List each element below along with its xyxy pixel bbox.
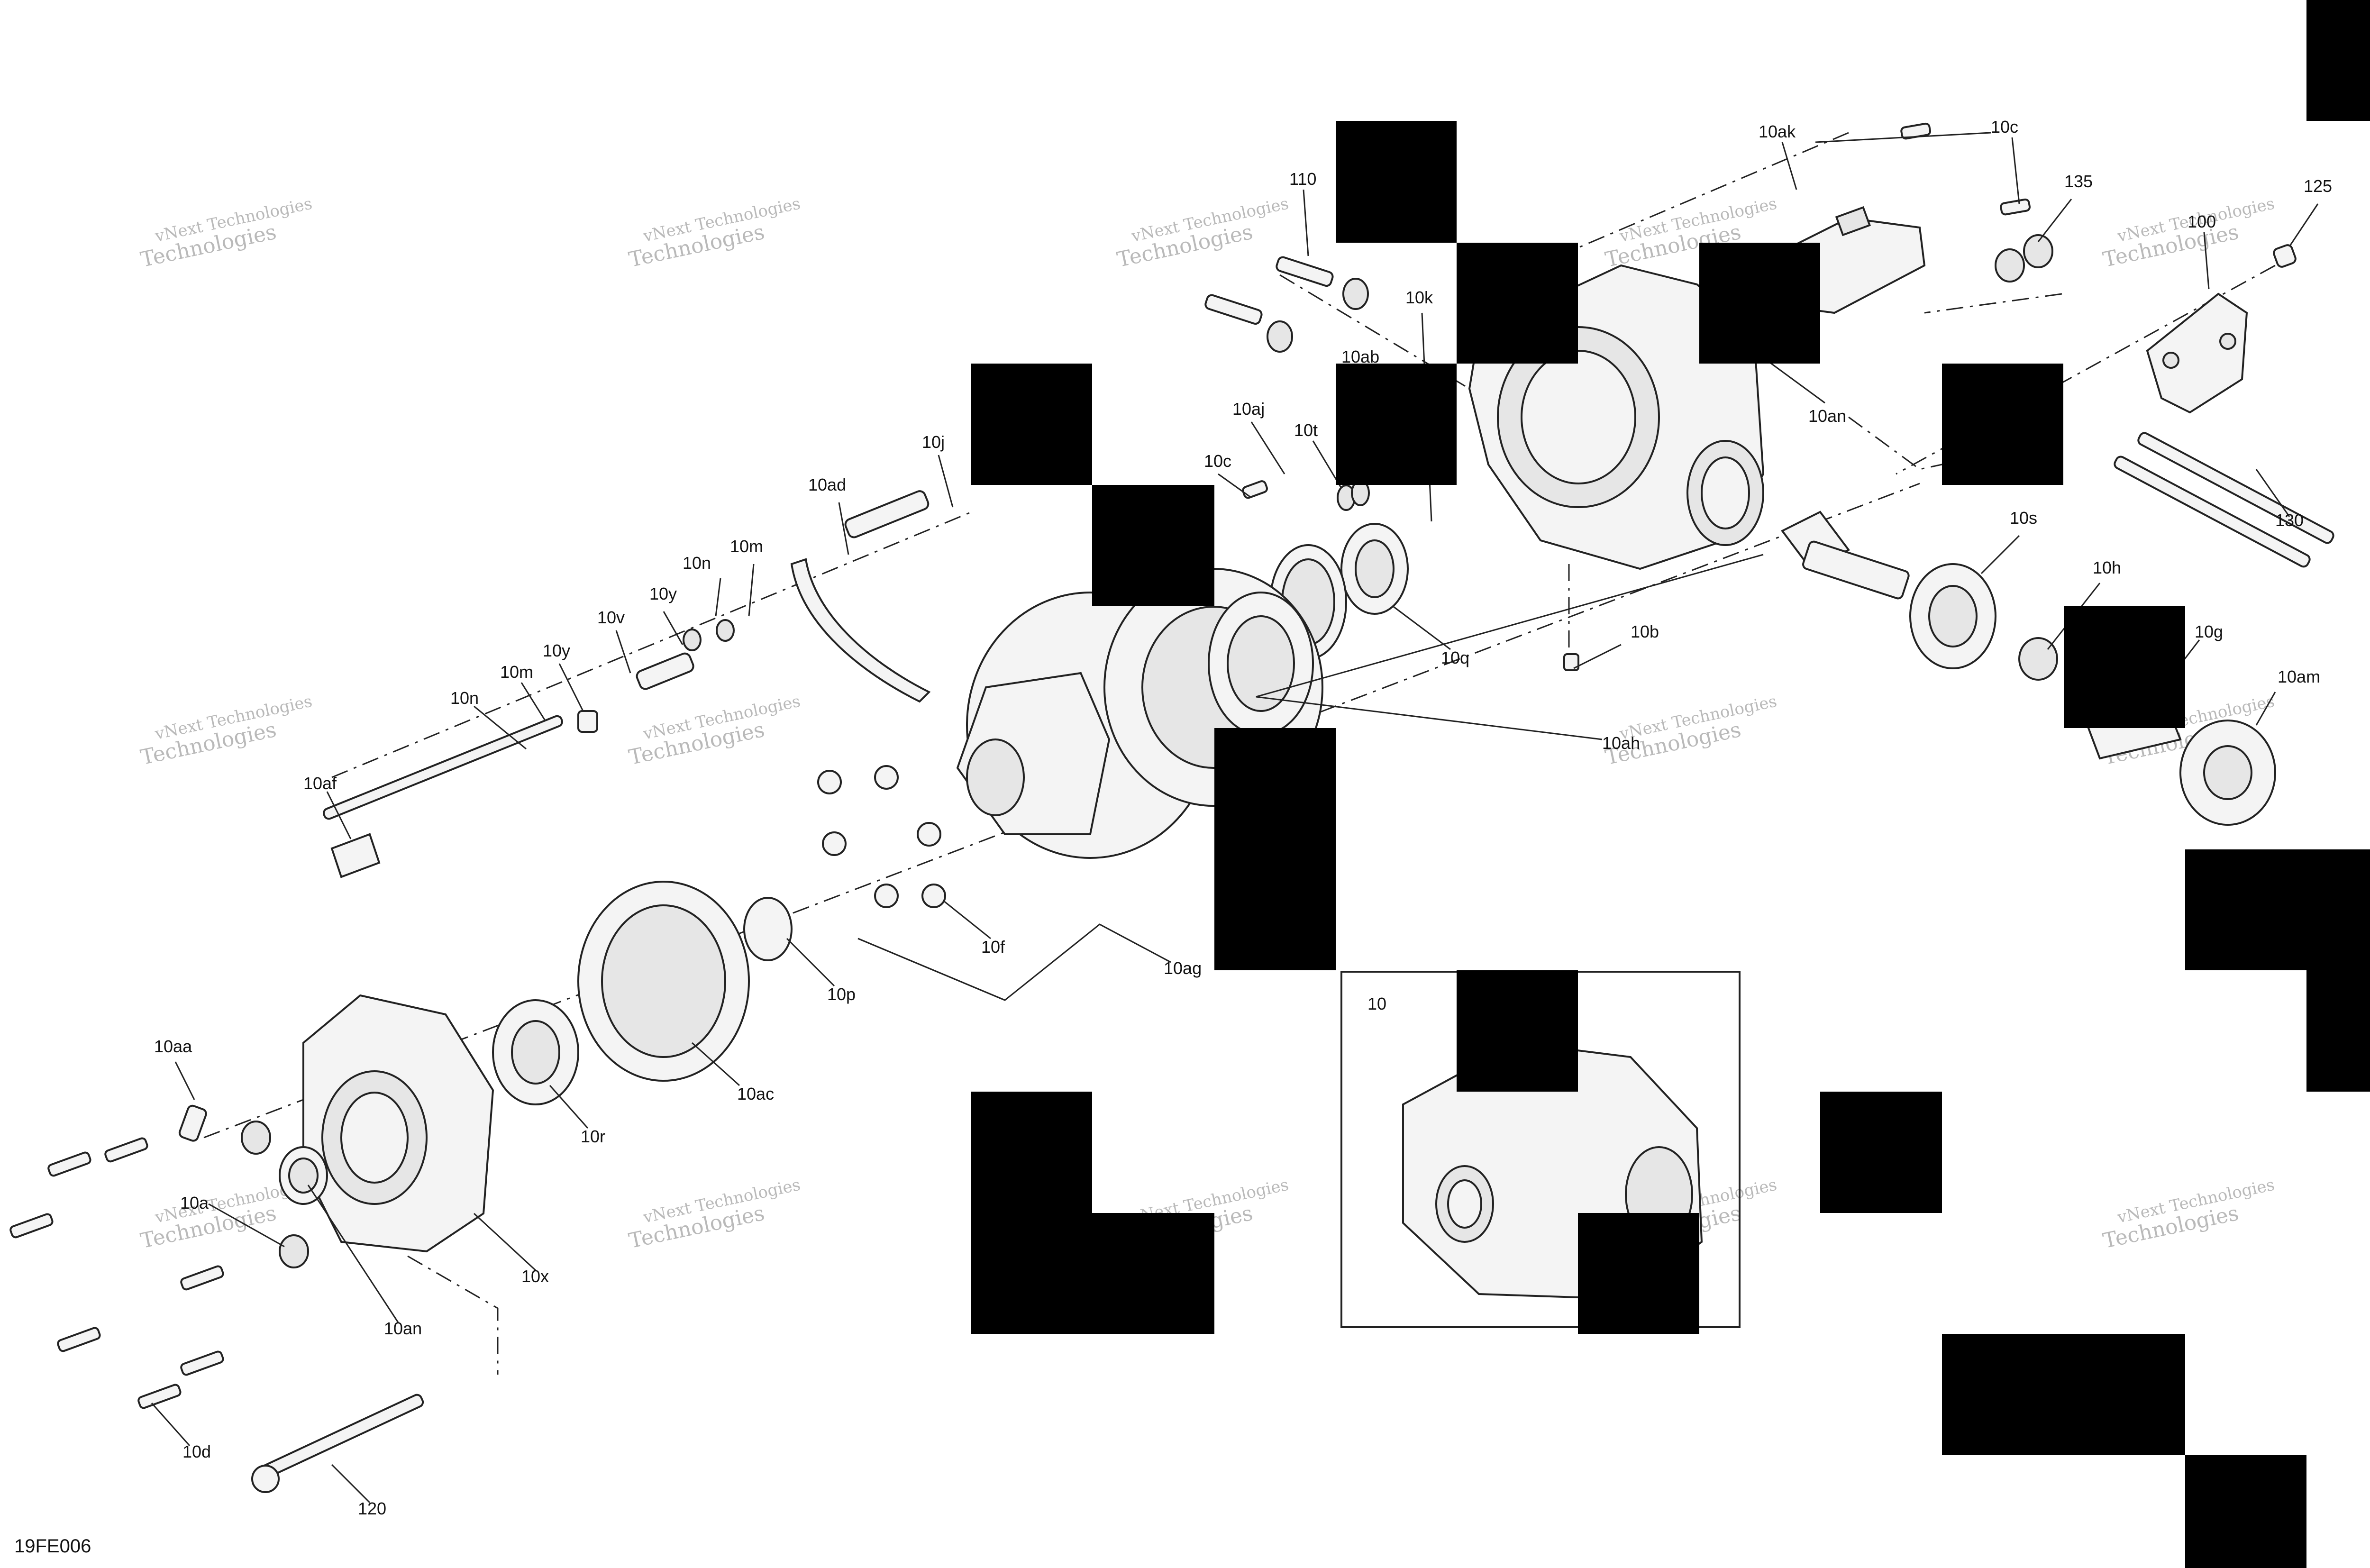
callout-10f: 10f bbox=[981, 937, 1005, 957]
callout-10c-mid: 10c bbox=[1204, 451, 1231, 471]
callout-10g: 10g bbox=[2195, 622, 2223, 641]
watermark: vNext Technologies Technologies bbox=[2101, 194, 2276, 272]
callout-10af: 10af bbox=[303, 774, 337, 793]
watermark: vNext Technologies Technologies bbox=[2101, 1175, 2276, 1253]
callout-10m-b: 10m bbox=[500, 662, 533, 682]
callout-10ac: 10ac bbox=[737, 1084, 774, 1103]
callout-10y-b: 10y bbox=[543, 641, 570, 660]
callout-10n-a: 10n bbox=[683, 553, 711, 573]
callout-120: 120 bbox=[358, 1499, 386, 1518]
mid-components bbox=[1242, 480, 1579, 671]
callout-10am: 10am bbox=[2278, 667, 2320, 686]
callout-10p: 10p bbox=[827, 985, 856, 1004]
callout-10q: 10q bbox=[1441, 648, 1469, 667]
callout-10c-top: 10c bbox=[1991, 117, 2018, 137]
watermark: vNext Technologies Technologies bbox=[138, 692, 314, 770]
callout-110: 110 bbox=[1289, 169, 1316, 189]
callout-10d: 10d bbox=[182, 1442, 211, 1461]
callout-100: 100 bbox=[2188, 212, 2216, 231]
watermark: vNext Technologies Technologies bbox=[138, 194, 314, 272]
watermark: vNext Technologies Technologies bbox=[627, 692, 802, 770]
drawing-code: 19FE006 bbox=[14, 1536, 91, 1557]
watermark: vNext Technologies Technologies bbox=[1603, 692, 1778, 770]
callout-135: 135 bbox=[2064, 172, 2093, 191]
callout-10n-b: 10n bbox=[450, 688, 479, 708]
long-bolts bbox=[2114, 432, 2334, 568]
callout-10v: 10v bbox=[597, 608, 625, 627]
callout-10k: 10k bbox=[1405, 288, 1433, 307]
callout-10a: 10a bbox=[180, 1193, 209, 1212]
shift-fork-assembly bbox=[323, 490, 931, 878]
callout-10r: 10r bbox=[581, 1127, 605, 1146]
callout-10an-bottom: 10an bbox=[384, 1319, 422, 1338]
callout-10b: 10b bbox=[1631, 622, 1659, 641]
watermark: vNext Technologies Technologies bbox=[1115, 194, 1290, 272]
callout-10ab: 10ab bbox=[1341, 347, 1379, 366]
callout-10s: 10s bbox=[2010, 508, 2037, 528]
callout-10ag: 10ag bbox=[1164, 958, 1202, 978]
part-callouts: 10ak 10c 135 125 100 110 10k 10ab 10an 1… bbox=[154, 117, 2332, 1518]
callout-125: 125 bbox=[2304, 176, 2332, 196]
callout-10x: 10x bbox=[521, 1267, 549, 1286]
callout-10j: 10j bbox=[922, 432, 945, 452]
callout-10ah: 10ah bbox=[1602, 733, 1640, 753]
callout-10t: 10t bbox=[1294, 420, 1318, 440]
callout-10aj: 10aj bbox=[1232, 399, 1265, 419]
callout-10ak: 10ak bbox=[1759, 122, 1796, 141]
callout-10h: 10h bbox=[2093, 558, 2121, 577]
watermark: vNext Technologies Technologies bbox=[627, 194, 802, 272]
diff-bolts bbox=[817, 765, 946, 908]
top-fasteners bbox=[1204, 122, 2053, 353]
callout-10m-a: 10m bbox=[730, 537, 763, 556]
callout-130: 130 bbox=[2275, 511, 2304, 530]
pinion-shaft bbox=[1780, 511, 2276, 826]
callout-10y-a: 10y bbox=[649, 584, 677, 603]
side-cover bbox=[241, 881, 793, 1268]
watermark: vNext Technologies Technologies bbox=[627, 1175, 802, 1253]
support-bracket bbox=[2146, 244, 2297, 414]
inset-label: 10 bbox=[1367, 994, 1386, 1013]
callout-10ad: 10ad bbox=[808, 475, 846, 494]
cover-bolts bbox=[9, 1104, 424, 1493]
callout-10an-top: 10an bbox=[1808, 406, 1846, 426]
redaction-blocks bbox=[971, 0, 2370, 1568]
callout-10aa: 10aa bbox=[154, 1037, 192, 1056]
